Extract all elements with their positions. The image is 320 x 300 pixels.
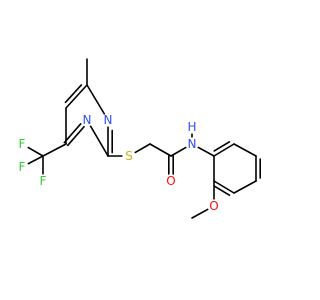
nitrogen-atom-1-backdrop bbox=[80, 113, 94, 127]
sulfur-atom-backdrop bbox=[122, 149, 136, 163]
fluorine-atom-1: F bbox=[19, 137, 26, 151]
bond-a1-a2 bbox=[213, 143, 235, 157]
nitrogen-atom-1: N bbox=[83, 113, 92, 127]
fluorine-atom-1-backdrop bbox=[15, 137, 29, 151]
nitrogen-atom-2-backdrop bbox=[101, 113, 115, 127]
amide-nitrogen-atom-backdrop bbox=[185, 137, 199, 151]
amide-nitrogen-atom: N bbox=[188, 137, 197, 151]
fluorine-atom-2: F bbox=[19, 160, 26, 174]
methoxy-oxygen-atom: O bbox=[209, 199, 218, 213]
bond-a1-a2-inner bbox=[213, 141, 231, 152]
bond-c4-n3 bbox=[86, 84, 106, 115]
bond-o2-me2 bbox=[191, 208, 209, 219]
bond-a5-a6 bbox=[213, 180, 235, 194]
amide-hydrogen-atom: H bbox=[187, 120, 196, 134]
bond-nh-a1 bbox=[197, 146, 215, 157]
bond-layer bbox=[27, 58, 262, 219]
bond-c5-c4-inner bbox=[64, 84, 83, 104]
bond-n1-c6-a bbox=[63, 123, 82, 144]
bond-c2-n1 bbox=[89, 125, 109, 157]
bond-cf-f1 bbox=[27, 146, 44, 157]
bond-s-ch2 bbox=[134, 143, 151, 154]
bond-cf-f2 bbox=[27, 155, 44, 165]
bond-a4-a5 bbox=[233, 180, 257, 194]
bond-a2-a3 bbox=[233, 143, 257, 157]
carbonyl-oxygen-atom-backdrop bbox=[164, 174, 178, 188]
bond-ch2-co bbox=[149, 143, 172, 157]
amide-hydrogen-atom-backdrop bbox=[185, 120, 199, 134]
bond-a5-a6-inner bbox=[213, 185, 231, 196]
carbonyl-oxygen-atom: O bbox=[166, 174, 175, 188]
bond-n1-c6-b bbox=[66, 125, 85, 147]
fluorine-atom-3-backdrop bbox=[36, 174, 50, 188]
sulfur-atom: S bbox=[125, 149, 133, 163]
bond-c6-cf bbox=[42, 143, 67, 157]
methoxy-oxygen-atom-backdrop bbox=[207, 199, 221, 213]
nitrogen-atom-2: N bbox=[104, 113, 113, 127]
fluorine-atom-3: F bbox=[40, 174, 47, 188]
fluorine-atom-2-backdrop bbox=[15, 160, 29, 174]
bond-co-nh bbox=[170, 146, 187, 157]
bond-c5-c4 bbox=[65, 84, 88, 109]
